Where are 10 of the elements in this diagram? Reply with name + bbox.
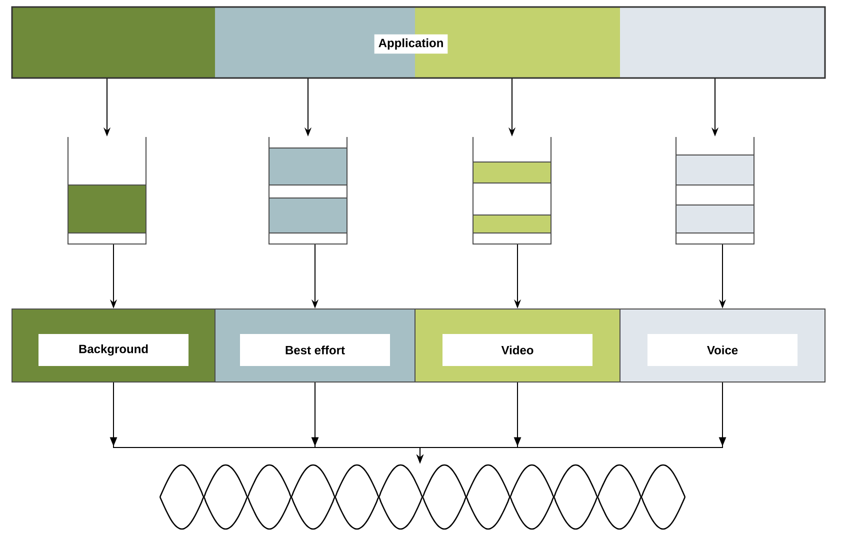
class-box: Voice xyxy=(620,308,826,382)
queue-drawing xyxy=(268,136,348,244)
class-box: Background xyxy=(12,308,216,382)
signal-wave-drawing xyxy=(159,464,686,530)
queue-drawing xyxy=(472,136,552,244)
class-box: Best effort xyxy=(214,308,416,382)
queue-drawing xyxy=(68,136,146,244)
class-box: Video xyxy=(414,308,620,382)
application-bar: Application xyxy=(11,6,826,79)
queue-drawing xyxy=(676,136,754,244)
